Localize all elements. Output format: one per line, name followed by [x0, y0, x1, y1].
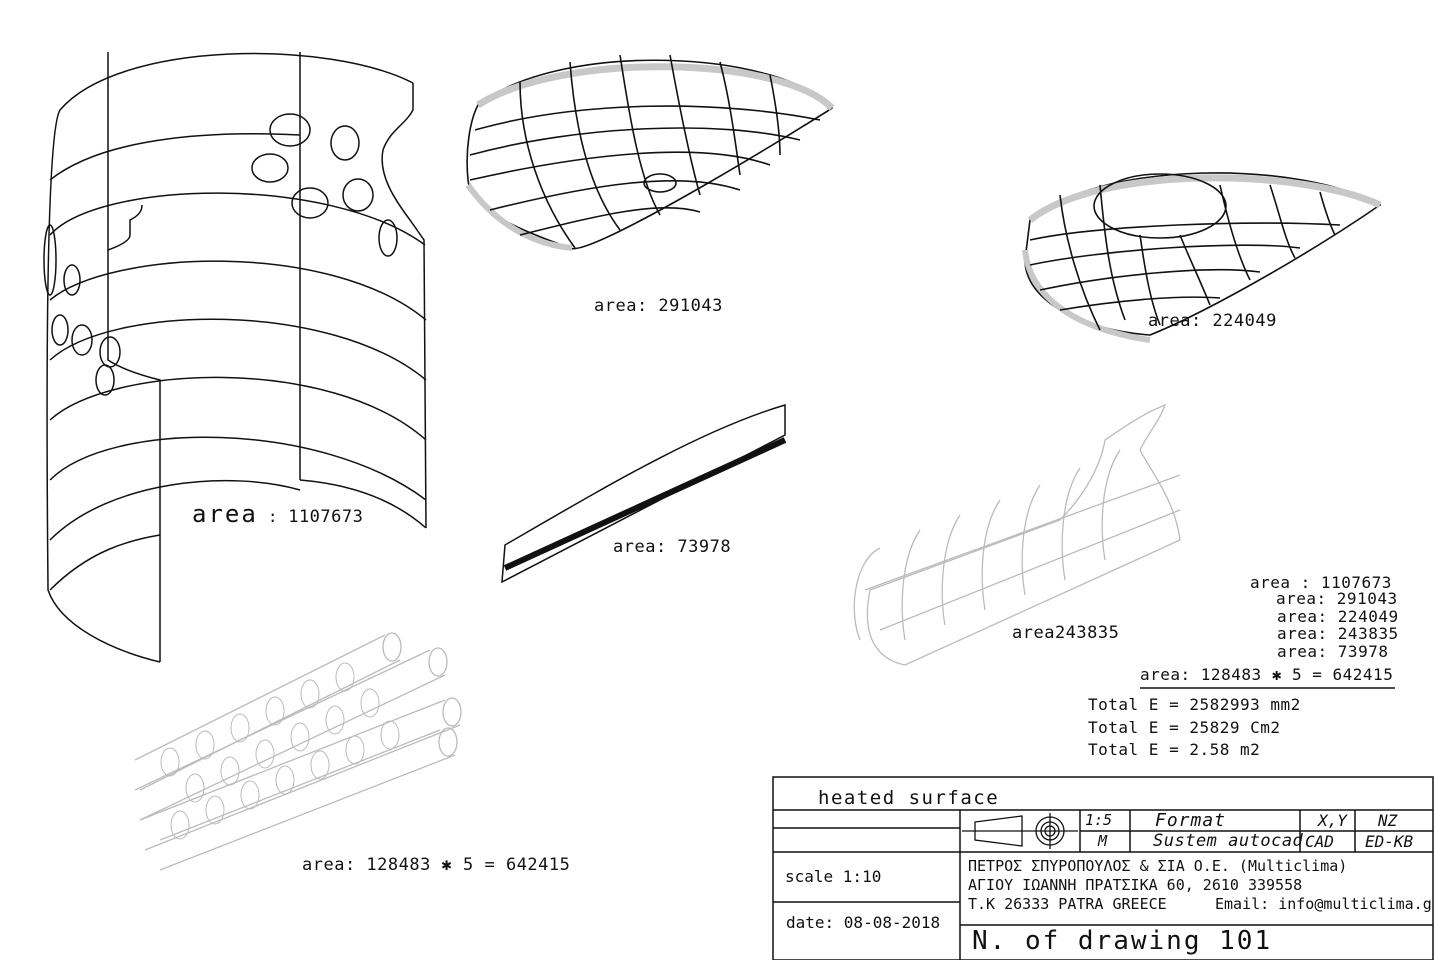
cylinder-area-value: 1107673	[288, 507, 364, 527]
xy-value: CAD	[1305, 832, 1334, 851]
system-label: Sustem autocad	[1153, 831, 1304, 851]
half-cylinder	[853, 403, 1181, 666]
summary-tube-line: area: 128483 ✱ 5 = 642415	[1140, 665, 1394, 684]
tube-bundle	[134, 632, 462, 871]
drawing-number: N. of drawing 101	[972, 926, 1273, 956]
summary-line: area: 291043	[1276, 589, 1398, 608]
company-line-3: T.K 26333 PATRA GREECE	[968, 895, 1167, 913]
scale-field: scale 1:10	[785, 867, 882, 886]
tubes-area-label: area: 128483 ✱ 5 = 642415	[302, 855, 571, 875]
title-block-title: heated surface	[818, 787, 1000, 809]
scale-ratio: 1:5	[1085, 811, 1113, 829]
dome-top	[465, 54, 835, 251]
cylinder-shell	[43, 52, 427, 663]
summary-line: area: 73978	[1277, 642, 1389, 661]
xy-label: X,Y	[1318, 811, 1347, 830]
projection-symbol-icon	[962, 813, 1078, 849]
nz-value: ED-KB	[1365, 832, 1414, 851]
blade-segment	[501, 403, 787, 584]
blade-area-label: area: 73978	[613, 537, 732, 557]
summary-line: area: 224049	[1277, 607, 1399, 626]
dome-top-area-label: area: 291043	[594, 296, 723, 316]
total-mm2: Total E = 2582993 mm2	[1088, 695, 1301, 714]
company-line-1: ΠΕΤΡΟΣ ΣΠΥΡΟΠΟΥΛΟΣ & ΣΙΑ Ο.Ε. (Multiclim…	[968, 857, 1348, 875]
total-cm2: Total E = 25829 Cm2	[1088, 718, 1281, 737]
summary-line: area : 1107673	[1250, 573, 1392, 592]
dome-right	[1022, 172, 1382, 343]
title-block-frame	[772, 776, 1434, 960]
cylinder-area-label: area : 1107673	[192, 500, 364, 528]
format-label: Format	[1155, 810, 1227, 831]
total-m2: Total E = 2.58 m2	[1088, 740, 1261, 759]
cylinder-area-word: area	[192, 500, 258, 528]
company-email: Email: info@multiclima.gr	[1215, 895, 1434, 913]
summary-line: area: 243835	[1277, 624, 1399, 643]
scale-unit: M	[1098, 832, 1108, 850]
half-cylinder-area-label: area243835	[1012, 623, 1120, 643]
nz-label: NZ	[1378, 811, 1398, 830]
date-field: date: 08-08-2018	[786, 913, 941, 932]
dome-right-area-label: area: 224049	[1148, 311, 1277, 331]
company-line-2: ΑΓΙΟΥ ΙΩΑΝΝΗ ΠΡΑΤΣΙΚΑ 60, 2610 339558	[968, 876, 1303, 894]
